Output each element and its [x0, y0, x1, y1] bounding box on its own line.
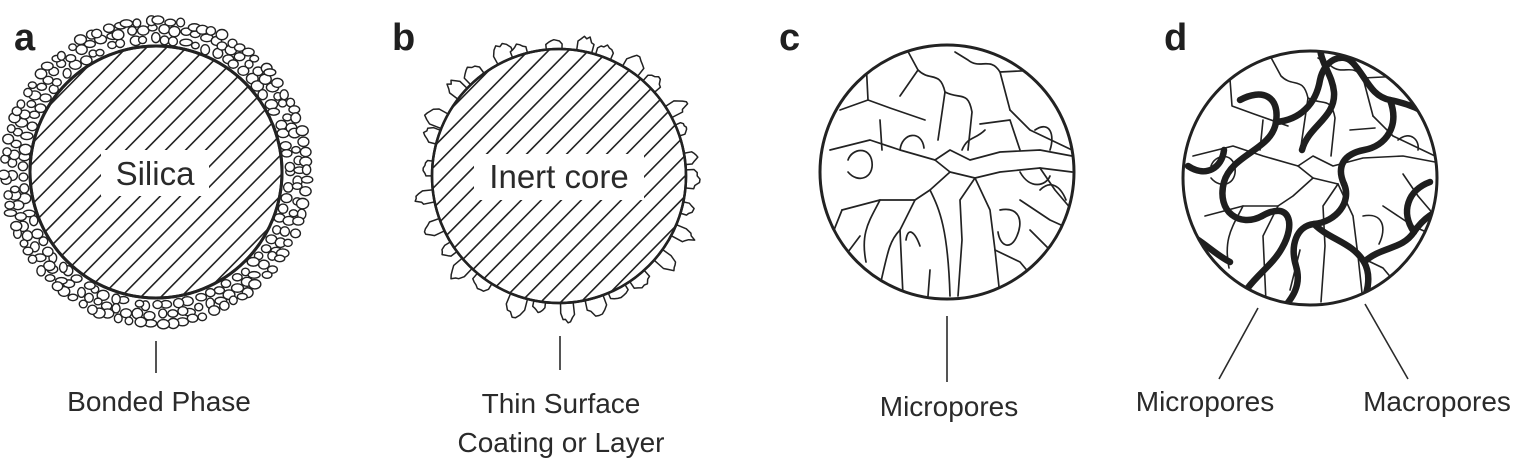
bonded-phase-label: Bonded Phase [67, 386, 251, 417]
panel-a: a Silica Bonded Phase [0, 15, 314, 417]
panel-d-letter: d [1164, 17, 1187, 59]
bimodal-porous-particle [1181, 49, 1439, 307]
inert-core [430, 47, 688, 305]
panel-b-letter: b [392, 17, 415, 59]
panel-d: d [1136, 17, 1511, 417]
micropores-label-d: Micropores [1136, 386, 1274, 417]
micropore-network [829, 45, 1073, 297]
panel-b: b Inert core Thin Surface Coating or Lay… [392, 17, 701, 458]
microporous-particle [818, 43, 1076, 301]
bonded-phase-beads [0, 15, 314, 330]
coating-label-line1: Thin Surface [482, 388, 641, 419]
inert-core-label: Inert core [489, 158, 628, 195]
silica-label: Silica [116, 155, 196, 192]
macropores-label: Macropores [1363, 386, 1511, 417]
coating-label-line2: Coating or Layer [457, 427, 664, 458]
panel-c-letter: c [779, 17, 800, 59]
panel-a-letter: a [14, 17, 36, 59]
macropores-leader [1364, 303, 1409, 380]
micropores-leader-d [1218, 307, 1259, 380]
panel-c: c [779, 17, 1076, 422]
micropores-label-c: Micropores [880, 391, 1018, 422]
